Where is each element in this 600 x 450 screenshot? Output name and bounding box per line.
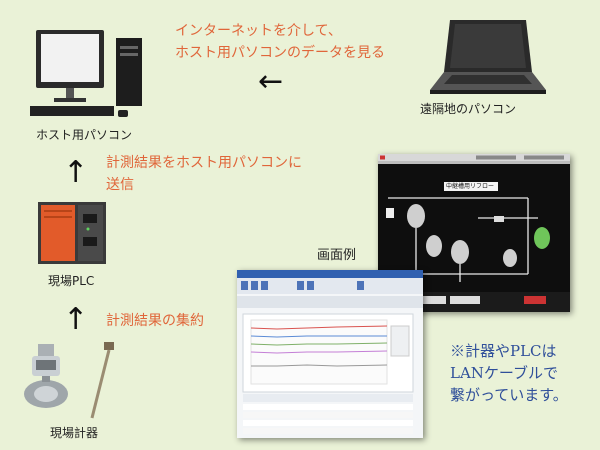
screen-example-label: 画面例 bbox=[317, 248, 357, 263]
arrow-up-icon: ↑ bbox=[63, 302, 89, 337]
flow-screen-title: 中継槽用リフロー bbox=[446, 183, 495, 190]
remote-view-message: インターネットを介して、 ホスト用パソコンのデータを見る bbox=[175, 20, 415, 64]
remote-view-message-line-1: インターネットを介して、 bbox=[175, 23, 342, 39]
lan-cable-note-line-3: 繋がっています。 bbox=[450, 386, 568, 404]
lan-cable-note-line-2: LANケーブルで bbox=[450, 364, 559, 382]
field-meter-icon bbox=[20, 342, 130, 420]
lan-cable-note: ※計器やPLCは LANケーブルで 繋がっています。 bbox=[450, 340, 568, 406]
send-results-message-line-2: 送信 bbox=[106, 177, 134, 193]
send-results-message: 計測結果をホスト用パソコンに 送信 bbox=[106, 152, 346, 196]
arrow-left-icon: ← bbox=[258, 64, 284, 99]
desktop-computer-icon bbox=[30, 28, 145, 123]
arrow-up-icon: ↑ bbox=[63, 155, 89, 190]
send-results-message-line-1: 計測結果をホスト用パソコンに bbox=[106, 155, 302, 171]
host-pc-label: ホスト用パソコン bbox=[36, 128, 133, 142]
plc-unit-icon bbox=[38, 202, 106, 264]
remote-pc-label: 遠隔地のパソコン bbox=[420, 102, 517, 116]
aggregate-results-message: 計測結果の集約 bbox=[106, 313, 204, 329]
field-meter-label: 現場計器 bbox=[50, 426, 99, 440]
remote-view-message-line-2: ホスト用パソコンのデータを見る bbox=[175, 45, 385, 61]
lan-cable-note-line-1: ※計器やPLCは bbox=[450, 342, 557, 360]
trend-graph-screenshot bbox=[237, 270, 423, 438]
laptop-icon bbox=[428, 18, 548, 96]
plc-label: 現場PLC bbox=[48, 274, 95, 288]
